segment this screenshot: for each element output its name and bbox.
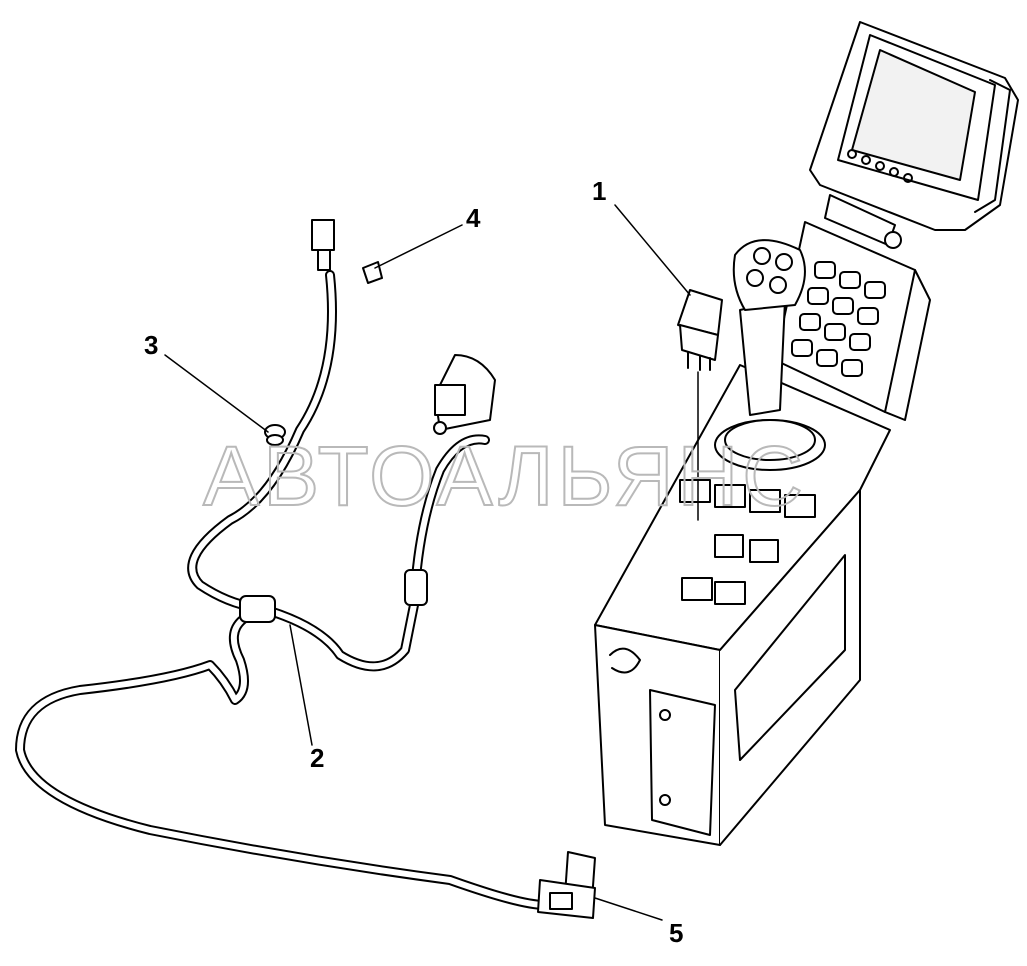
callout-2: 2 — [310, 743, 325, 773]
part-3-grommet — [264, 424, 286, 446]
leader-lines — [164, 204, 691, 921]
display-monitor — [809, 21, 1019, 249]
callout-4: 4 — [466, 203, 481, 233]
callout-1: 1 — [592, 176, 607, 206]
watermark-text: АВТОАЛЬЯНС — [203, 429, 807, 523]
switch-slots — [679, 479, 816, 605]
joystick — [714, 239, 826, 471]
callout-3: 3 — [144, 330, 159, 360]
callout-5: 5 — [669, 918, 684, 948]
part-2-wire-harness — [15, 219, 550, 910]
part-5-connector — [537, 851, 596, 919]
monitor-buttons — [847, 149, 913, 183]
control-console — [594, 21, 1019, 846]
part-1-switch — [677, 289, 723, 521]
